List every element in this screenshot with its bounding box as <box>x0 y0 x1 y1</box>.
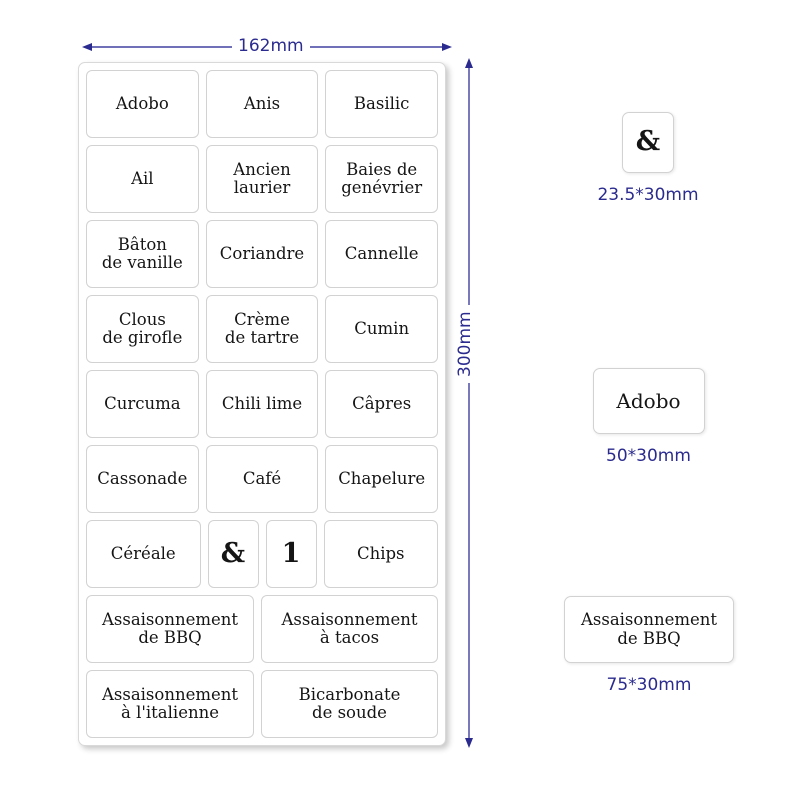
height-dimension-label: 300mm <box>455 305 475 383</box>
label-text: Curcuma <box>104 393 181 413</box>
label-chip[interactable]: Cannelle <box>325 220 439 288</box>
label-chip[interactable]: Curcuma <box>86 370 199 438</box>
label-row: Curcuma Chili lime Câpres <box>86 370 439 438</box>
label-chip[interactable]: Chapelure <box>325 445 439 513</box>
label-chip[interactable]: Coriandre <box>205 220 319 288</box>
label-chip[interactable]: Céréale <box>86 520 201 588</box>
label-chip[interactable]: Chips <box>323 520 438 588</box>
label-chip-numeral[interactable]: 1 <box>265 520 317 588</box>
label-text: Anis <box>243 93 281 113</box>
label-chip[interactable]: Anis <box>205 70 319 138</box>
label-chip-ampersand[interactable]: & <box>207 520 259 588</box>
label-chip[interactable]: Câpres <box>325 370 439 438</box>
label-chip[interactable]: Cumin <box>325 295 439 363</box>
label-text: Coriandre <box>219 243 305 263</box>
ampersand-glyph: & <box>220 537 246 569</box>
label-chip[interactable]: Basilic <box>325 70 439 138</box>
label-text: Chapelure <box>338 468 426 488</box>
label-text: Café <box>242 468 282 488</box>
sample-size-caption: 23.5*30mm <box>597 185 699 205</box>
sample-size-caption: 75*30mm <box>606 675 692 695</box>
label-chip[interactable]: Cassonade <box>86 445 199 513</box>
ampersand-glyph: & <box>635 126 661 158</box>
numeral-glyph: 1 <box>281 537 301 569</box>
width-dimension-label: 162mm <box>232 36 310 56</box>
label-text: Chili lime <box>221 393 303 413</box>
label-text: Câpres <box>352 393 412 413</box>
label-text: Ail <box>131 168 154 188</box>
sample-label-chip[interactable]: & <box>622 112 674 173</box>
label-row: Cassonade Café Chapelure <box>86 445 439 513</box>
label-chip[interactable]: Ail <box>86 145 199 213</box>
label-row: Adobo Anis Basilic <box>86 70 439 138</box>
label-text: Adobo <box>616 388 681 413</box>
label-text: Chips <box>356 543 405 563</box>
label-text: Cassonade <box>97 468 188 488</box>
height-dimension-arrow <box>465 58 473 748</box>
label-chip[interactable]: Café <box>205 445 319 513</box>
label-text: Céréale <box>110 543 176 563</box>
label-text: Cumin <box>354 318 410 338</box>
sample-label-chip[interactable]: Adobo <box>592 368 705 434</box>
sample-specimen-medium: Adobo 50*30mm <box>581 368 716 466</box>
sample-specimen-small: & 23.5*30mm <box>586 112 710 205</box>
label-text: Adobo <box>115 93 169 113</box>
label-text: Cannelle <box>344 243 419 263</box>
label-chip[interactable]: Chili lime <box>205 370 319 438</box>
label-text: Basilic <box>353 93 410 113</box>
label-row: Céréale & 1 Chips <box>86 520 438 588</box>
sample-size-caption: 50*30mm <box>606 446 691 466</box>
label-chip[interactable]: Adobo <box>86 70 199 138</box>
